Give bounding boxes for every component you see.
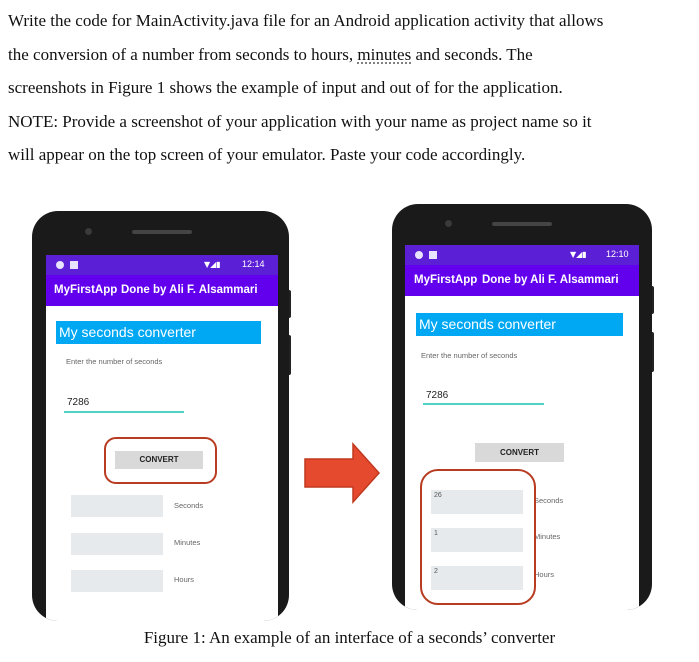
question-line: the conversion of a number from seconds …	[8, 38, 684, 72]
question-fragment: and seconds. The	[411, 44, 533, 64]
status-time: 12:14	[242, 259, 265, 269]
app-subtitle: Done by Ali F. Alsammari	[121, 284, 258, 296]
status-bar: ▼◢▮ 12:14	[46, 255, 278, 275]
results-highlight-ring	[420, 469, 536, 605]
seconds-input[interactable]: 7286	[426, 390, 449, 401]
app-name: MyFirstApp	[414, 274, 478, 286]
input-underline	[64, 411, 184, 413]
question-line: Write the code for MainActivity.java fil…	[8, 11, 604, 30]
minutes-label: Minutes	[174, 538, 201, 547]
screen-title: My seconds converter	[416, 313, 623, 336]
phone-screen: ▼◢▮ 12:10 MyFirstApp Done by Ali F. Alsa…	[405, 245, 639, 610]
minutes-output: 1	[431, 528, 523, 552]
signal-battery-icon: ▼◢▮	[204, 260, 221, 269]
right-arrow-icon	[304, 442, 381, 504]
app-name: MyFirstApp	[54, 284, 118, 296]
minutes-output	[71, 533, 163, 555]
input-underline	[423, 403, 544, 405]
app-subtitle: Done by Ali F. Alsammari	[482, 274, 619, 286]
hours-output	[71, 570, 163, 592]
input-hint: Enter the number of seconds	[66, 357, 163, 366]
hours-output: 2	[431, 566, 523, 590]
earpiece-speaker	[132, 230, 192, 234]
question-line: will appear on the top screen of your em…	[8, 145, 526, 164]
seconds-input[interactable]: 7286	[67, 397, 90, 408]
figure-caption: Figure 1: An example of an interface of …	[143, 628, 556, 647]
hours-label: Hours	[174, 575, 195, 584]
spellcheck-word: minutes	[357, 44, 412, 64]
convert-button[interactable]: CONVERT	[115, 451, 203, 469]
power-button	[650, 332, 654, 372]
question-fragment: the conversion of a number from seconds …	[8, 44, 358, 64]
volume-button	[287, 290, 291, 318]
minutes-label: Minutes	[534, 532, 561, 541]
seconds-value: 26	[434, 492, 442, 499]
seconds-output	[71, 495, 163, 517]
status-time: 12:10	[606, 249, 629, 259]
hours-label: Hours	[534, 570, 555, 579]
seconds-label: Seconds	[174, 501, 204, 510]
app-bar: MyFirstApp Done by Ali F. Alsammari	[405, 265, 639, 296]
volume-button	[650, 286, 654, 314]
notification-icon	[415, 251, 423, 259]
phone-screen: ▼◢▮ 12:14 MyFirstApp Done by Ali F. Alsa…	[46, 255, 278, 621]
status-bar: ▼◢▮ 12:10	[405, 245, 639, 265]
sim-icon	[70, 261, 78, 269]
front-camera	[85, 228, 92, 235]
screen-title: My seconds converter	[56, 321, 261, 344]
input-hint: Enter the number of seconds	[421, 351, 518, 360]
power-button	[287, 335, 291, 375]
sim-icon	[429, 251, 437, 259]
convert-button[interactable]: CONVERT	[475, 443, 564, 462]
seconds-label: Seconds	[534, 496, 564, 505]
front-camera	[445, 220, 452, 227]
question-line: NOTE: Provide a screenshot of your appli…	[8, 111, 592, 131]
phone-frame: ▼◢▮ 12:10 MyFirstApp Done by Ali F. Alsa…	[392, 204, 652, 610]
signal-battery-icon: ▼◢▮	[570, 250, 587, 259]
phone-frame: ▼◢▮ 12:14 MyFirstApp Done by Ali F. Alsa…	[32, 211, 289, 621]
seconds-output: 26	[431, 490, 523, 514]
hours-value: 2	[434, 568, 438, 575]
minutes-value: 1	[434, 530, 438, 537]
convert-highlight-ring	[104, 437, 217, 484]
question-text: Write the code for MainActivity.java fil…	[8, 4, 684, 172]
app-bar: MyFirstApp Done by Ali F. Alsammari	[46, 275, 278, 306]
earpiece-speaker	[492, 222, 552, 226]
notification-icon	[56, 261, 64, 269]
question-line: screenshots in Figure 1 shows the exampl…	[8, 78, 563, 97]
